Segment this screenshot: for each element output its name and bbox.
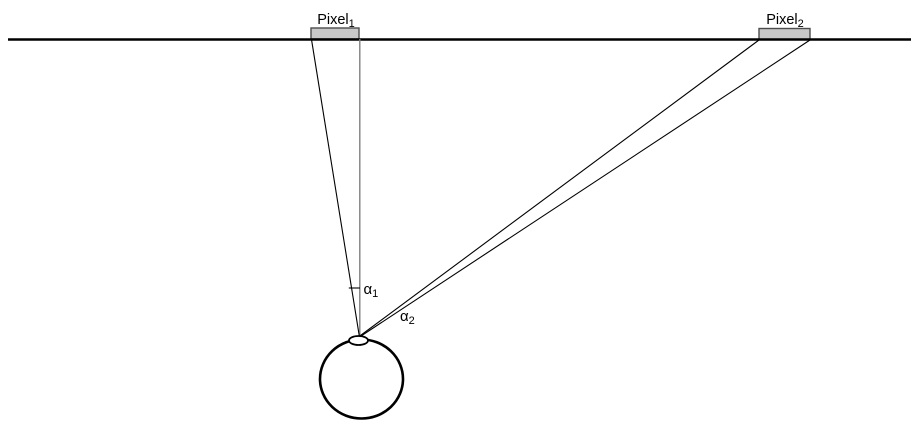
pupil-ellipse: [348, 335, 369, 346]
alpha1-label-sub: 1: [372, 288, 378, 300]
alpha1-label: α1: [364, 281, 379, 300]
pixel2-label-sub: 2: [798, 18, 804, 30]
alpha2-label-sub: 2: [409, 315, 415, 327]
eyeball-circle: [318, 338, 405, 420]
pixel1-label: Pixel1: [317, 12, 355, 30]
alpha2-label-base: α: [400, 308, 409, 325]
sight-line-pixel2-right: [359, 39, 811, 337]
pixel1-label-sub: 1: [349, 18, 355, 30]
alpha2-label: α2: [400, 308, 415, 327]
sight-line-pixel1-left: [310, 39, 360, 337]
pixel1-label-base: Pixel: [317, 12, 348, 28]
alpha1-label-base: α: [364, 281, 373, 298]
sight-line-pixel2-left: [359, 39, 760, 337]
pixel2-label-base: Pixel: [766, 12, 797, 28]
pixel2-label: Pixel2: [766, 12, 804, 30]
pixel2-rect: [758, 27, 811, 41]
